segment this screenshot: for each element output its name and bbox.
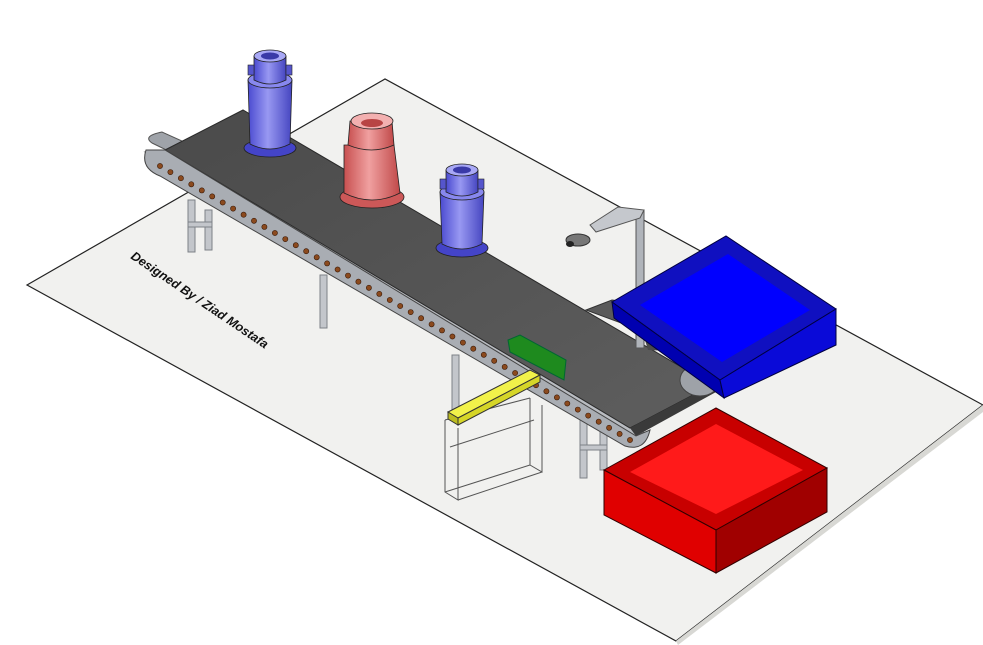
roller-bolt xyxy=(313,254,320,261)
roller-bolt xyxy=(459,339,466,346)
roller-bolt xyxy=(188,181,195,188)
roller-bolt xyxy=(418,315,424,322)
roller-bolt xyxy=(240,211,247,218)
roller-bolt xyxy=(251,217,257,224)
roller-bolt xyxy=(606,424,612,431)
roller-bolt xyxy=(574,406,581,413)
camera-mount xyxy=(565,206,645,349)
roller-bolt xyxy=(365,284,372,291)
roller-bolt xyxy=(564,400,571,407)
roller-bolt xyxy=(355,278,362,285)
roller-bolt xyxy=(303,248,310,255)
roller-bolt xyxy=(585,412,592,419)
red-bin xyxy=(602,407,829,574)
roller-bolt xyxy=(428,321,435,328)
roller-bolt xyxy=(397,303,404,309)
roller-bolt xyxy=(470,345,477,352)
sensor-yellow-bar xyxy=(446,369,542,426)
roller-bolt xyxy=(616,430,623,437)
roller-bolt xyxy=(167,169,174,175)
roller-bolts xyxy=(157,163,633,443)
roller-bolt xyxy=(554,394,560,401)
roller-bolt xyxy=(449,333,456,340)
roller-bolt xyxy=(230,205,236,212)
roller-bolt xyxy=(261,223,268,230)
roller-bolt xyxy=(292,242,299,249)
roller-bolt xyxy=(334,266,341,273)
sensor-green-plate xyxy=(507,334,567,381)
roller-bolt xyxy=(157,163,163,169)
camera-sensor-icon xyxy=(565,233,591,247)
roller-bolt xyxy=(491,357,498,364)
roller-bolt xyxy=(480,351,487,358)
roller-bolt xyxy=(209,193,216,200)
roller-bolt xyxy=(376,290,383,297)
roller-bolt xyxy=(627,437,633,443)
roller-bolt xyxy=(345,272,351,279)
roller-bolt xyxy=(219,199,226,206)
roller-bolt xyxy=(271,230,278,236)
roller-bolt xyxy=(501,363,508,370)
roller-bolt xyxy=(543,388,550,395)
blue-cylinder-part-icon xyxy=(243,49,297,158)
roller-bolt xyxy=(386,297,393,303)
roller-bolt xyxy=(407,309,414,315)
roller-bolt xyxy=(595,418,602,425)
roller-bolt xyxy=(512,370,518,376)
red-cylinder-part-icon xyxy=(339,112,405,209)
roller-bolt xyxy=(282,236,289,242)
roller-bolt xyxy=(324,260,330,267)
roller-bolt xyxy=(439,327,445,334)
roller-bolt xyxy=(198,187,205,194)
roller-bolt xyxy=(177,175,184,182)
blue-bin xyxy=(611,235,837,400)
blue-cylinder-part-icon xyxy=(435,163,489,258)
